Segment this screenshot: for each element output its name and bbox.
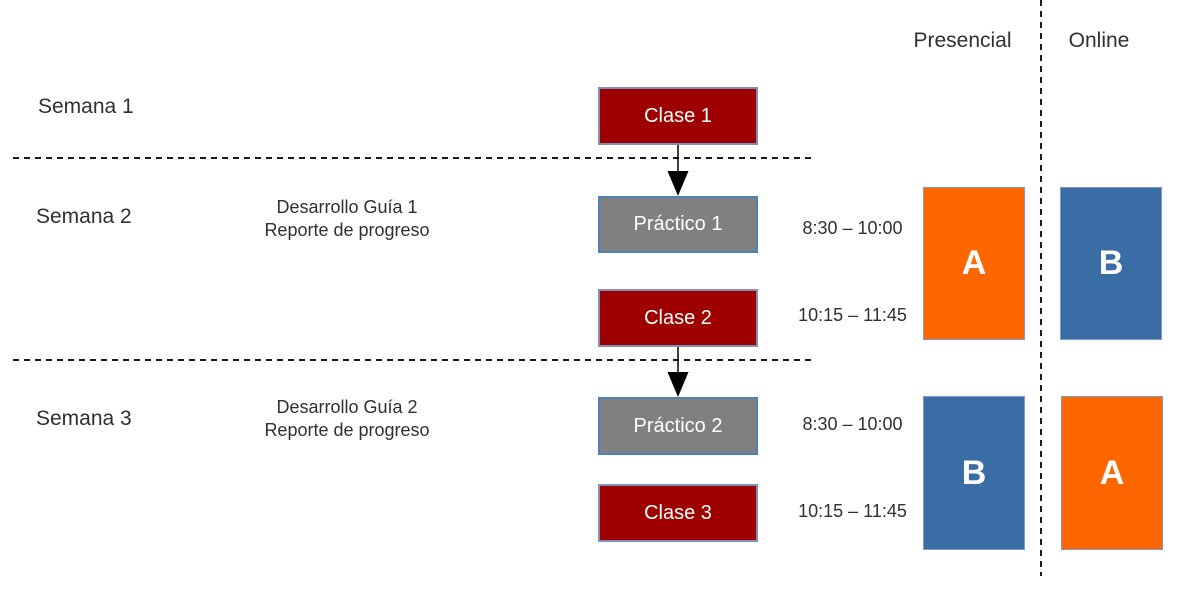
week1-week2-divider bbox=[13, 157, 815, 159]
arrow-down-clase2-to-practico2-icon bbox=[667, 347, 689, 397]
week1-label: Semana 1 bbox=[38, 95, 134, 118]
week3-task-line1: Desarrollo Guía 2 bbox=[276, 397, 418, 417]
presencial-online-divider bbox=[1040, 0, 1042, 576]
arrow-down-clase1-to-practico1-icon bbox=[667, 145, 689, 196]
practico2-box: Práctico 2 bbox=[598, 397, 758, 455]
week3-tasks: Desarrollo Guía 2 Reporte de progreso bbox=[242, 396, 452, 442]
clase3-label: Clase 3 bbox=[644, 501, 712, 524]
column-header-online: Online bbox=[1068, 29, 1130, 52]
week2-task-line1: Desarrollo Guía 1 bbox=[276, 197, 418, 217]
clase1-label: Clase 1 bbox=[644, 104, 712, 127]
week3-clase-time: 10:15 – 11:45 bbox=[798, 501, 907, 521]
practico1-box: Práctico 1 bbox=[598, 196, 758, 253]
week2-tasks: Desarrollo Guía 1 Reporte de progreso bbox=[242, 196, 452, 242]
week2-practico-time: 8:30 – 10:00 bbox=[802, 218, 903, 238]
week2-presencial-group-box: A bbox=[923, 187, 1025, 340]
clase2-box: Clase 2 bbox=[598, 289, 758, 347]
practico2-label: Práctico 2 bbox=[633, 414, 723, 437]
week3-practico-time: 8:30 – 10:00 bbox=[802, 414, 903, 434]
week2-clase-time: 10:15 – 11:45 bbox=[798, 305, 907, 325]
clase1-box: Clase 1 bbox=[598, 87, 758, 145]
week3-online-group-box: A bbox=[1061, 396, 1163, 550]
week2-label: Semana 2 bbox=[36, 205, 132, 228]
practico1-label: Práctico 1 bbox=[633, 213, 723, 235]
clase3-box: Clase 3 bbox=[598, 484, 758, 542]
week2-task-line2: Reporte de progreso bbox=[264, 220, 430, 240]
week2-online-group-box: B bbox=[1060, 187, 1162, 340]
week3-label: Semana 3 bbox=[36, 407, 132, 430]
week2-week3-divider bbox=[13, 359, 815, 361]
column-header-presencial: Presencial bbox=[913, 29, 1012, 52]
week3-presencial-group-box: B bbox=[923, 396, 1025, 550]
week3-task-line2: Reporte de progreso bbox=[264, 420, 430, 440]
clase2-label: Clase 2 bbox=[644, 306, 712, 329]
